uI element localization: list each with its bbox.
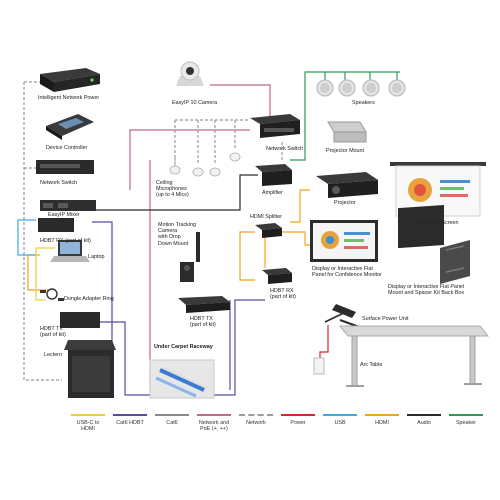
hdbt-tx-center-device xyxy=(178,296,230,313)
legend-item-usb: USB xyxy=(318,414,362,426)
legend-swatch xyxy=(113,414,147,416)
motion-tracking-camera-device xyxy=(180,232,200,282)
arc-table-device xyxy=(338,325,490,387)
hdmi-projector-line xyxy=(290,189,310,223)
legend-item-audio: Audio xyxy=(402,414,446,426)
legend-item-hdmi: HDMI xyxy=(360,414,404,426)
hdbt-rx-center-device xyxy=(262,268,292,284)
projector-device xyxy=(316,172,378,198)
speaker-drops xyxy=(324,72,398,80)
speaker-line xyxy=(290,71,400,161)
usb-line xyxy=(17,219,36,256)
hdbt-rx-top-device xyxy=(38,218,74,232)
network-line-left-bus xyxy=(23,82,62,381)
label-lectern: Lectern xyxy=(44,352,62,358)
ceiling-microphones-device xyxy=(169,152,241,177)
network-switch-left-device xyxy=(36,160,94,174)
legend-swatch xyxy=(239,414,273,416)
label-display-confidence: Display or Interactive Flat Panel for Co… xyxy=(312,266,382,279)
legend-swatch xyxy=(365,414,399,416)
label-hdbt-tx-left: HDBT TX (part of kit) xyxy=(40,326,66,339)
label-display-mount: Display or Interactive Flat Panel Mount … xyxy=(388,284,465,297)
label-device-controller: Device Controller xyxy=(46,145,88,151)
wall-outlet-device xyxy=(313,357,325,375)
legend-label: HDMI xyxy=(375,420,389,426)
legend-swatch xyxy=(407,414,441,416)
legend-label: Cat6 HDBT xyxy=(116,420,144,426)
hdmi-laptop-line xyxy=(27,254,48,291)
legend-swatch xyxy=(71,414,105,416)
label-motion-tracking-camera: Motion Tracking Camera with Drop Down Mo… xyxy=(158,222,197,247)
label-network-switch-left: Network Switch xyxy=(40,180,78,186)
label-easyip-camera: EasyIP 10 Camera xyxy=(172,100,218,106)
device-controller-device xyxy=(46,114,94,140)
legend-swatch xyxy=(323,414,357,416)
legend-item-usbc-hdmi: USB-C to HDMI xyxy=(66,414,110,433)
label-speakers: Speakers xyxy=(352,100,375,106)
label-hdmi-splitter: HDMI Splitter xyxy=(250,214,283,220)
label-hdbt-rx-center: HDBT RX (part of kit) xyxy=(270,288,296,301)
legend-label: Speaker xyxy=(455,420,477,426)
label-amplifier: Amplifier xyxy=(262,190,283,196)
legend-label: Cat6 xyxy=(166,420,178,426)
legend-swatch xyxy=(197,414,231,416)
legend: USB-C to HDMI Cat6 HDBT Cat6 Network and… xyxy=(0,414,500,454)
poe-line-left xyxy=(129,129,250,190)
label-projector: Projector xyxy=(334,200,356,206)
label-projection-screen: Projection Screen xyxy=(416,220,459,226)
network-switch-right-device xyxy=(250,114,300,138)
easyip-camera-device xyxy=(176,61,204,86)
under-carpet-raceway-device xyxy=(149,359,215,399)
laptop-device xyxy=(50,240,90,262)
label-arc-table: Arc Table xyxy=(360,362,383,368)
legend-label: USB-C to HDMI xyxy=(76,420,100,433)
legend-swatch xyxy=(281,414,315,416)
legend-item-network-poe: Network and PoE (+, ++) xyxy=(192,414,236,433)
audio-line-mixer xyxy=(95,174,258,211)
legend-swatch xyxy=(449,414,483,416)
hdmi-splitter-device xyxy=(255,223,282,238)
legend-item-network: Network xyxy=(234,414,278,426)
hdbt-line-mixer xyxy=(92,221,113,385)
lectern-device xyxy=(64,340,116,398)
hdmi-rx-line xyxy=(239,231,255,281)
label-intelligent-network-power: Intelligent Network Power xyxy=(38,95,100,101)
label-surface-power-unit: Surface Power Unit xyxy=(362,316,409,322)
label-ceiling-microphones: Ceiling Microphones (up to 4 Mics) xyxy=(156,180,189,199)
hdbt-tx-left-device xyxy=(60,312,100,328)
poe-line-camera xyxy=(210,84,271,118)
display-mount-device xyxy=(398,204,470,284)
label-dongle-adapter-ring: Dongle Adapter Ring xyxy=(64,296,114,302)
legend-item-speaker: Speaker xyxy=(444,414,488,426)
intelligent-network-power-device xyxy=(40,68,100,92)
label-easyip-mixer: EasyIP Mixer xyxy=(48,212,80,218)
legend-label: Power xyxy=(290,420,306,426)
projector-mount-device xyxy=(327,121,367,143)
dongle-adapter-ring-device xyxy=(40,288,64,301)
label-under-carpet-raceway: Under Carpet Raceway xyxy=(154,344,213,350)
label-network-switch-right: Network Switch xyxy=(266,146,304,152)
speakers-device xyxy=(316,79,406,97)
legend-label: Network xyxy=(246,420,266,426)
usbc-line xyxy=(35,247,55,301)
label-projector-mount: Projector Mount xyxy=(326,148,365,154)
easyip-mixer-device xyxy=(40,200,96,211)
mic-network-lines xyxy=(174,120,236,165)
legend-label: USB xyxy=(334,420,346,426)
legend-swatch xyxy=(155,414,189,416)
legend-label: Audio xyxy=(417,420,431,426)
label-laptop: Laptop xyxy=(88,254,105,260)
legend-item-cat6-hdbt: Cat6 HDBT xyxy=(108,414,152,426)
label-hdbt-rx-top: HDBT RX (part of kit) xyxy=(40,238,91,244)
legend-item-cat6: Cat6 xyxy=(150,414,194,426)
label-hdbt-tx-center: HDBT TX (part of kit) xyxy=(190,316,216,329)
amplifier-device xyxy=(255,164,292,186)
legend-item-power: Power xyxy=(276,414,320,426)
legend-label: Network and PoE (+, ++) xyxy=(198,420,230,433)
display-confidence-device xyxy=(310,220,378,262)
